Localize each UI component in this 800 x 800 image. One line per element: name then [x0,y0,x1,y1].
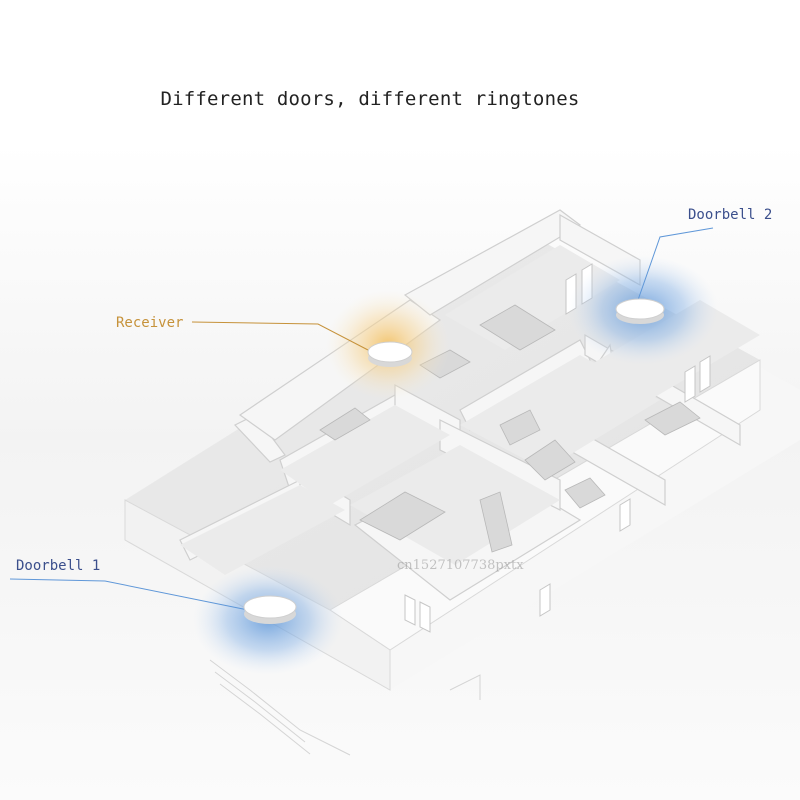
doorbell-1-label: Doorbell 1 [16,558,101,574]
leader-lines [9,227,714,611]
receiver-device [367,341,413,367]
page-headline: Different doors, different ringtones [160,88,580,110]
doorbell-2-device [615,298,665,324]
doorbell-2-label: Doorbell 2 [688,207,773,223]
receiver-label: Receiver [116,315,184,331]
doorbell-1-device [243,595,297,624]
watermark-text: cn1527107738pxtx [397,558,524,573]
porch-stairs [209,659,481,756]
furniture [319,304,701,553]
